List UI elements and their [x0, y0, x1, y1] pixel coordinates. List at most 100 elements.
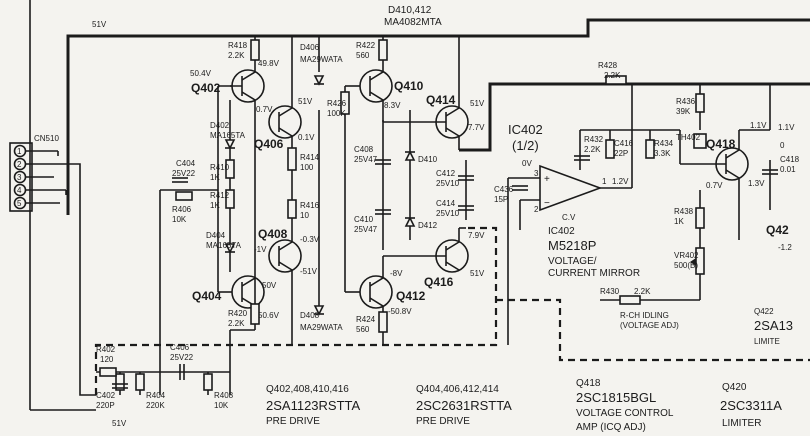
label-r402: R402	[96, 345, 116, 354]
label-r420-v: 2.2K	[228, 319, 245, 328]
label-v-498: 49.8V	[258, 59, 280, 68]
label-desc1-q: Q402,408,410,416	[266, 384, 349, 395]
label-c408: C408	[354, 145, 374, 154]
label-q42x: Q42	[766, 223, 789, 237]
label-r434: R434	[654, 139, 674, 148]
label-desc4-q: Q420	[722, 382, 747, 393]
label-v-51-c: 51V	[470, 269, 485, 278]
label-c436: C436	[494, 185, 514, 194]
label-c436-v: 15P	[494, 195, 508, 204]
label-r406: R406	[172, 205, 192, 214]
label-c402-v: 220P	[96, 401, 115, 410]
label-r410-v: 1K	[210, 173, 220, 182]
label-q406: Q406	[254, 137, 284, 151]
label-r420: R420	[228, 309, 248, 318]
label-r430: R430	[600, 287, 620, 296]
label-r422-v: 560	[356, 51, 370, 60]
label-right-11v: 1.1V	[778, 123, 795, 132]
label-desc3-q: Q418	[576, 378, 601, 389]
label-c406: C406	[170, 343, 190, 352]
transistor-q402	[218, 69, 265, 103]
label-desc1-fn: PRE DRIVE	[266, 416, 320, 427]
label-ic402-fn1: VOLTAGE/	[548, 256, 597, 267]
label-c404: C404	[176, 159, 196, 168]
label-ic402-model: M5218P	[548, 238, 596, 253]
label-q416: Q416	[424, 275, 454, 289]
label-r416: R416	[300, 201, 320, 210]
label-q412: Q412	[396, 289, 426, 303]
label-r416-v: 10	[300, 211, 309, 220]
label-ic402-name: IC402	[548, 226, 575, 237]
label-conn4: 4	[17, 186, 22, 195]
label-r412: R412	[210, 191, 230, 200]
label-r404: R404	[146, 391, 166, 400]
label-desc2-q: Q404,406,412,414	[416, 384, 499, 395]
label-v-51-b: 51V	[470, 99, 485, 108]
label-v-77: 7.7V	[468, 123, 485, 132]
label-r424: R424	[356, 315, 376, 324]
label-conn3: 3	[17, 173, 22, 182]
label-v-m508: -50.8V	[388, 307, 412, 316]
label-c418-v: 0.01	[780, 165, 796, 174]
label-v-01: 0.1V	[298, 133, 315, 142]
label-v-13: 1.3V	[748, 179, 765, 188]
label-ic-cv: C.V	[562, 213, 576, 222]
label-ic-minus: −	[544, 198, 550, 209]
label-d404: D404	[206, 231, 226, 240]
label-ic402: IC402	[508, 122, 543, 137]
label-d408: D408	[300, 311, 320, 320]
label-q402: Q402	[191, 81, 221, 95]
component-labels: D410,412 MA4082MTA 51V CN510 1 2 3 4 5 R…	[17, 5, 800, 428]
label-v-07: 0.7V	[256, 105, 273, 114]
label-c402: C402	[96, 391, 116, 400]
label-conn1: 1	[17, 147, 22, 156]
transistor-q410	[359, 69, 393, 103]
label-desc1-part: 2SA1123RSTTA	[266, 398, 361, 413]
label-desc2-part: 2SC2631RSTTA	[416, 398, 512, 413]
label-c404-v: 25V22	[172, 169, 196, 178]
label-q410: Q410	[394, 79, 424, 93]
label-desc4-part: 2SC3311A	[720, 398, 782, 413]
label-d410: D410,412	[388, 5, 432, 16]
label-v-11: 1.1V	[750, 121, 767, 130]
label-c416: C416	[614, 139, 634, 148]
label-c410: C410	[354, 215, 374, 224]
label-r418-v: 2.2K	[228, 51, 245, 60]
label-q422: Q422	[754, 307, 774, 316]
capacitors	[112, 155, 778, 389]
label-ic402-half: (1/2)	[512, 138, 539, 153]
label-v-79: 7.9V	[468, 231, 485, 240]
label-c406-v: 25V22	[170, 353, 194, 362]
label-conn2: 2	[17, 160, 22, 169]
rail-51v-top	[66, 18, 810, 100]
label-r402-v: 120	[100, 355, 114, 364]
label-ic-plus: +	[544, 174, 550, 185]
label-v-m1: -1V	[254, 245, 267, 254]
label-v-506: 50.6V	[258, 311, 280, 320]
label-vr402-v: 500(B)	[674, 261, 698, 270]
label-c416-v: 22P	[614, 149, 628, 158]
label-ic402-fn2: CURRENT MIRROR	[548, 268, 640, 279]
label-idling: R-CH IDLING	[620, 311, 669, 320]
label-r412-v: 1K	[210, 201, 220, 210]
label-r430-v: 2.2K	[634, 287, 651, 296]
label-d406-p: MA29WATA	[300, 55, 343, 64]
label-r432-v: 2.2K	[584, 145, 601, 154]
label-q418: Q418	[706, 137, 736, 151]
label-q422-part: 2SA13	[754, 318, 793, 333]
label-v-m03: -0.3V	[300, 235, 320, 244]
label-r428: R428	[598, 61, 618, 70]
label-r408-v: 10K	[214, 401, 229, 410]
label-desc2-fn: PRE DRIVE	[416, 416, 470, 427]
label-vr402: VR402	[674, 251, 699, 260]
label-q408: Q408	[258, 227, 288, 241]
label-right-0: 0	[780, 141, 785, 150]
label-c410-v: 25V47	[354, 225, 378, 234]
label-d412: D412	[418, 221, 438, 230]
label-desc3-part: 2SC1815BGL	[576, 390, 656, 405]
label-v-50: 50V	[262, 281, 277, 290]
label-r434-v: 3.3K	[654, 149, 671, 158]
label-v-0v: 0.7V	[706, 181, 723, 190]
label-d402-p: MA165TA	[210, 131, 246, 140]
